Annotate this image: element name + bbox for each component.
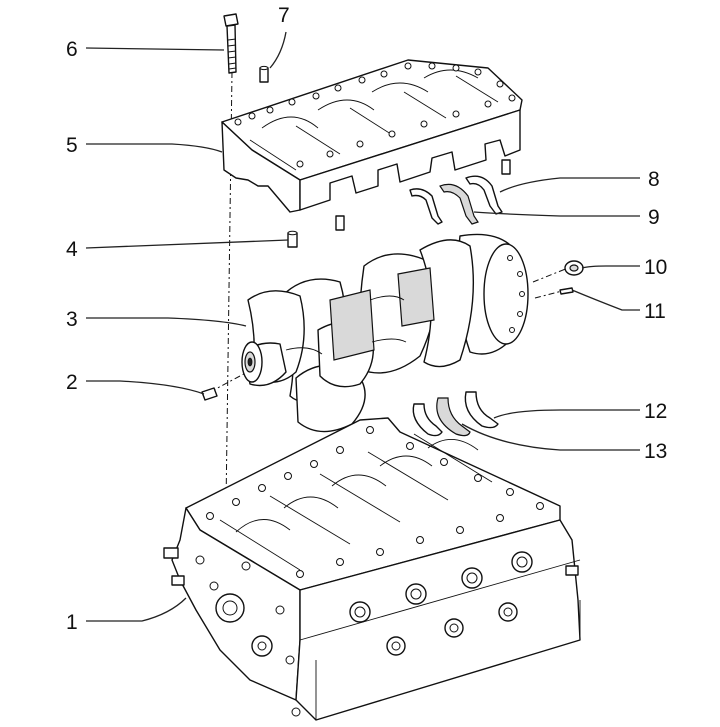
leader-10 [581,265,640,269]
callout-9: 9 [648,206,660,229]
bridge-dowels [335,159,511,231]
part-8-9-upper-bearing-shells [409,175,503,225]
leader-4 [85,239,289,249]
part-7-dowel-sleeve [259,65,269,83]
leader-11 [571,289,640,311]
leader-5 [86,143,223,153]
leader-9 [473,211,640,217]
leader-1 [86,597,187,622]
callout-8: 8 [648,168,660,191]
part-6-long-bolt [223,13,239,74]
part-3-crankshaft [241,233,529,433]
part-2-key [201,387,218,401]
leader-7 [269,31,287,69]
leader-6 [85,47,225,51]
callout-3: 3 [66,308,78,331]
leader-8 [499,177,640,193]
callout-6: 6 [66,38,78,61]
callout-numbers: 1 2 3 4 5 6 7 8 9 10 11 12 13 [66,4,667,634]
callout-4: 4 [66,238,78,261]
leader-12 [493,409,640,419]
part-1-cylinder-block [163,417,581,721]
callout-10: 10 [644,256,667,279]
leader-lines [85,31,640,622]
callout-1: 1 [66,611,78,634]
part-5-bearing-bridge [221,59,523,213]
callout-2: 2 [66,371,78,394]
leader-2 [86,380,205,395]
part-11-pin [559,287,574,295]
leader-3 [86,317,247,327]
part-4-dowel-sleeve [287,230,298,248]
part-10-plug [564,260,584,276]
callout-11: 11 [644,300,666,323]
part-12-13-lower-bearing-shells [412,391,499,437]
callout-13: 13 [644,440,667,463]
callout-7: 7 [278,4,290,27]
callout-5: 5 [66,134,78,157]
callout-12: 12 [644,400,667,423]
leader-13 [461,423,640,451]
